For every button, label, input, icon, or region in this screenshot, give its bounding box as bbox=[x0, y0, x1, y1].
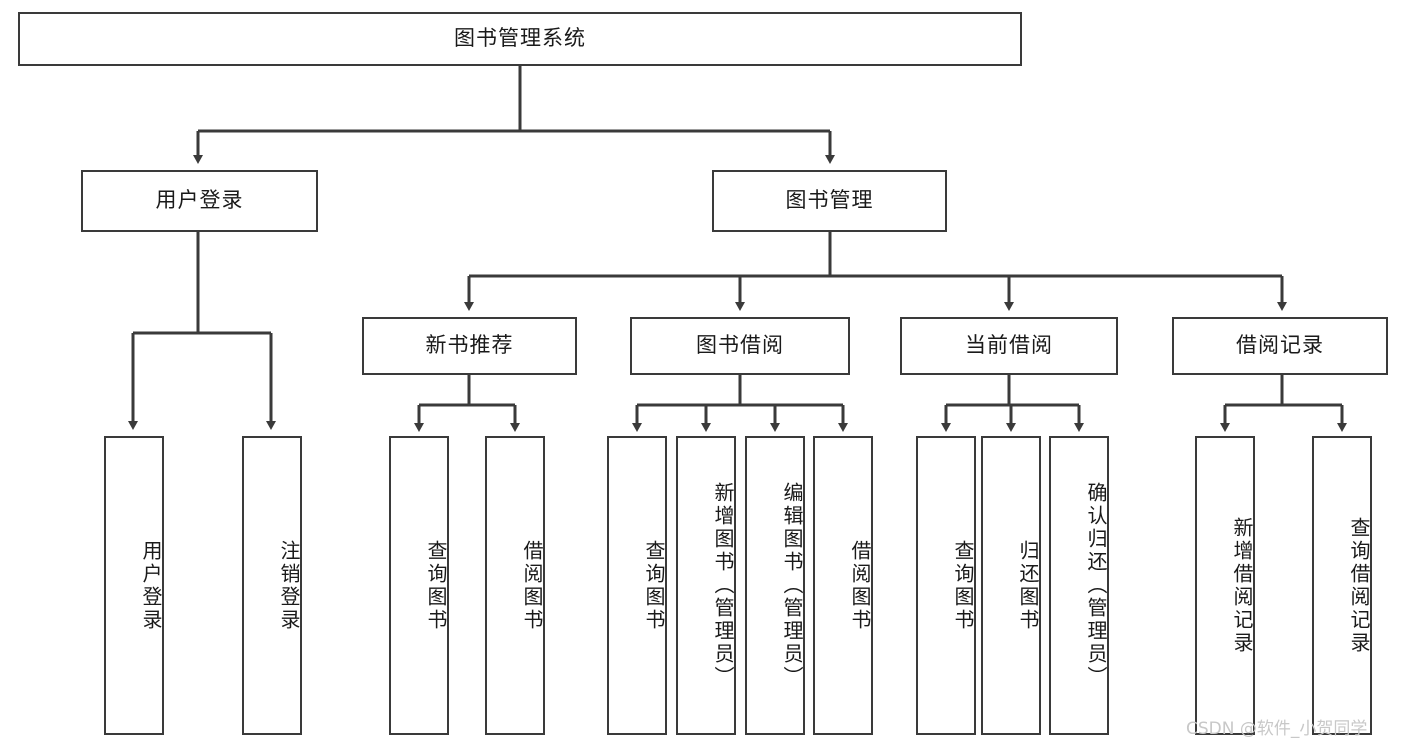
node-label: 查询图书 bbox=[642, 539, 666, 632]
node-label: 图书借阅 bbox=[696, 333, 784, 358]
node-new-book-recommend[interactable]: 新书推荐 bbox=[362, 317, 577, 375]
node-label: 新增图书（管理员） bbox=[711, 482, 735, 689]
node-label: 借阅记录 bbox=[1236, 333, 1324, 358]
node-book-management[interactable]: 图书管理 bbox=[712, 170, 947, 232]
node-borrow-record[interactable]: 借阅记录 bbox=[1172, 317, 1388, 375]
node-label: 注销登录 bbox=[277, 539, 301, 632]
leaf-book-borrow-edit-book-admin[interactable]: 编辑图书（管理员） bbox=[745, 436, 805, 735]
node-label: 归还图书 bbox=[1016, 539, 1040, 632]
node-label: 图书管理系统 bbox=[454, 26, 586, 51]
node-label: 图书管理 bbox=[785, 188, 874, 213]
leaf-new-book-borrow-books[interactable]: 借阅图书 bbox=[485, 436, 545, 735]
leaf-book-borrow-add-book-admin[interactable]: 新增图书（管理员） bbox=[676, 436, 736, 735]
leaf-borrow-record-query-record[interactable]: 查询借阅记录 bbox=[1312, 436, 1372, 735]
watermark: CSDN @软件_小贺同学 bbox=[1186, 719, 1368, 739]
node-current-borrow[interactable]: 当前借阅 bbox=[900, 317, 1118, 375]
leaf-current-borrow-return-books[interactable]: 归还图书 bbox=[981, 436, 1041, 735]
node-label: 新增借阅记录 bbox=[1230, 516, 1254, 655]
leaf-current-borrow-query-books[interactable]: 查询图书 bbox=[916, 436, 976, 735]
leaf-current-borrow-confirm-return-admin[interactable]: 确认归还（管理员） bbox=[1049, 436, 1109, 735]
node-label: 用户登录 bbox=[155, 188, 244, 213]
node-label: 借阅图书 bbox=[520, 539, 544, 632]
node-book-borrow[interactable]: 图书借阅 bbox=[630, 317, 850, 375]
node-label: 查询借阅记录 bbox=[1347, 516, 1371, 655]
leaf-new-book-query-books[interactable]: 查询图书 bbox=[389, 436, 449, 735]
node-label: 查询图书 bbox=[951, 539, 975, 632]
leaf-book-borrow-borrow-books[interactable]: 借阅图书 bbox=[813, 436, 873, 735]
node-label: 借阅图书 bbox=[848, 539, 872, 632]
node-label: 新书推荐 bbox=[425, 333, 514, 358]
leaf-user-login-login[interactable]: 用户登录 bbox=[104, 436, 164, 735]
node-label: 查询图书 bbox=[424, 539, 448, 632]
node-label: 编辑图书（管理员） bbox=[780, 482, 804, 689]
node-label: 用户登录 bbox=[139, 539, 163, 632]
leaf-user-login-logout[interactable]: 注销登录 bbox=[242, 436, 302, 735]
leaf-book-borrow-query-books[interactable]: 查询图书 bbox=[607, 436, 667, 735]
node-root-book-management-system[interactable]: 图书管理系统 bbox=[18, 12, 1022, 66]
node-user-login[interactable]: 用户登录 bbox=[81, 170, 318, 232]
node-label: 确认归还（管理员） bbox=[1084, 482, 1108, 689]
leaf-borrow-record-add-record[interactable]: 新增借阅记录 bbox=[1195, 436, 1255, 735]
node-label: 当前借阅 bbox=[965, 333, 1053, 358]
